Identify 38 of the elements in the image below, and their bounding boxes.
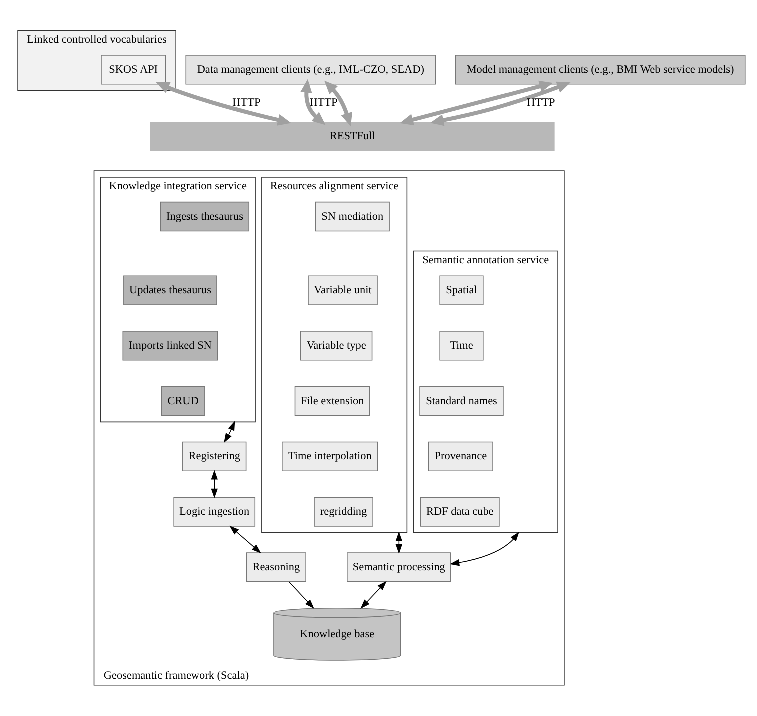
node-box: Updates thesaurus: [124, 276, 218, 306]
node-box: Time: [440, 331, 484, 361]
node-box: Data management clients (e.g., IML-CZO, SEAD): [186, 55, 436, 85]
arrow: [224, 421, 236, 444]
arrow: [230, 526, 262, 554]
node-box: Standard names: [420, 386, 504, 416]
node-box: Registering: [182, 442, 247, 472]
edge-label: HTTP: [527, 97, 556, 110]
node-box: Time interpolation: [282, 442, 378, 472]
node-box: RDF data cube: [420, 497, 500, 527]
arrow: [430, 82, 571, 126]
arrow: [450, 532, 520, 566]
node-box: regridding: [314, 497, 374, 527]
arrow: [156, 82, 292, 126]
arrow: [300, 79, 326, 126]
node-box: Semantic processing: [347, 552, 452, 582]
arrow: [400, 80, 554, 126]
node-box: Imports linked SN: [122, 331, 218, 361]
node-box: SKOS API: [101, 55, 166, 85]
node-box: Model management clients (e.g., BMI Web service models): [455, 55, 746, 85]
node-box: Logic ingestion: [174, 497, 256, 527]
node-box: Variable type: [300, 331, 373, 361]
node-box: Variable unit: [308, 276, 378, 306]
edge-label: HTTP: [232, 97, 261, 110]
edge-label: HTTP: [310, 97, 338, 110]
node-box: Provenance: [428, 442, 494, 472]
node-box: CRUD: [161, 386, 206, 416]
node-box: Reasoning: [246, 552, 306, 582]
arrow: [396, 532, 403, 554]
node-box: Ingests thesaurus: [160, 202, 250, 232]
arrow: [324, 80, 353, 127]
arrow: [211, 470, 218, 498]
node-box: SN mediation: [315, 202, 390, 232]
arrow: [360, 581, 387, 610]
arrow: [288, 582, 314, 610]
node-box: RESTFull: [150, 122, 555, 151]
node-box: File extension: [294, 386, 370, 416]
node-box: Spatial: [440, 276, 484, 306]
